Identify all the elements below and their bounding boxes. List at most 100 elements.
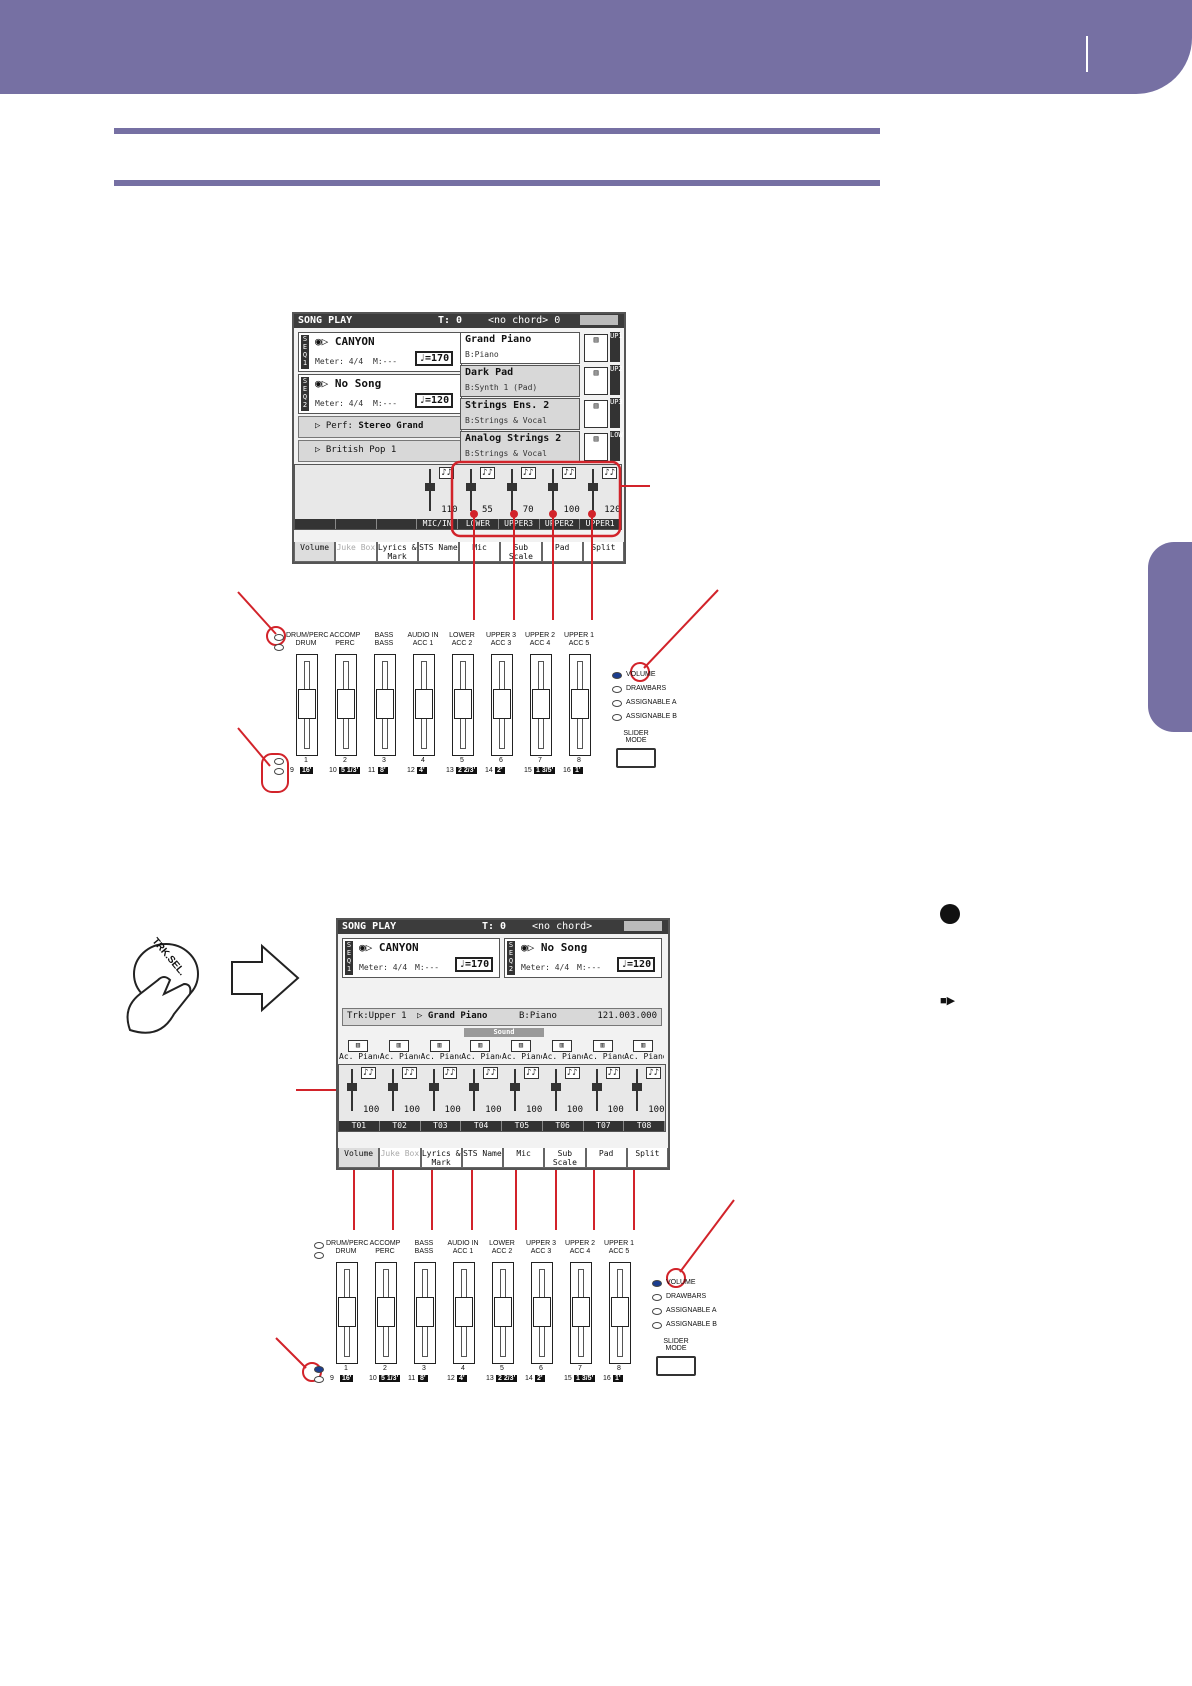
channel-slider[interactable] xyxy=(492,1262,514,1364)
mixer-fader[interactable] xyxy=(387,1069,398,1111)
sound-name[interactable]: Ac. Piano xyxy=(379,1052,420,1061)
tab-7[interactable]: Split xyxy=(582,542,624,562)
slider-mode-button[interactable] xyxy=(656,1356,696,1376)
mixer-fader[interactable] xyxy=(469,1069,480,1111)
mixer-highlight-frame-1 xyxy=(450,460,622,538)
tab-7[interactable]: Split xyxy=(626,1148,668,1168)
channel-slider[interactable] xyxy=(530,654,552,756)
sound-name[interactable]: Ac. Piano xyxy=(583,1052,624,1061)
note-icon[interactable]: ♪♪ xyxy=(646,1067,662,1079)
channel-slider[interactable] xyxy=(413,654,435,756)
note-icon[interactable]: ♪♪ xyxy=(561,467,577,479)
mixer-channel-label: T01 xyxy=(339,1121,380,1131)
tab-4[interactable]: Mic xyxy=(503,1148,545,1168)
mixer-fader[interactable] xyxy=(591,1069,602,1111)
sound-name[interactable]: Ac. Piano xyxy=(420,1052,461,1061)
mixer-channel-label: UPPER3 xyxy=(499,519,540,529)
tab-3[interactable]: STS Name xyxy=(417,542,459,562)
note-icon[interactable]: ♪♪ xyxy=(602,467,618,479)
mixer-fader[interactable] xyxy=(428,1069,439,1111)
seq1-tempo[interactable]: ♩=170 xyxy=(455,957,494,972)
tab-2[interactable]: Lyrics & Mark xyxy=(376,542,418,562)
channel-slider[interactable] xyxy=(374,654,396,756)
mixer-fader[interactable] xyxy=(466,469,476,511)
mixer-fader[interactable] xyxy=(547,469,558,511)
channel-slider[interactable] xyxy=(414,1262,436,1364)
channel-slider[interactable] xyxy=(570,1262,592,1364)
channel-slider[interactable] xyxy=(531,1262,553,1364)
seq1-meter: Meter: 4/4 xyxy=(315,357,364,366)
tab-0[interactable]: Volume xyxy=(294,542,336,562)
tab-0[interactable]: Volume xyxy=(338,1148,380,1168)
sound-name[interactable]: Ac. Piano xyxy=(339,1052,379,1061)
channel-slider[interactable] xyxy=(335,654,357,756)
seq1-song: ◉▷ CANYON xyxy=(315,335,375,348)
slider-mode-button[interactable] xyxy=(616,748,656,768)
mixer-fader[interactable] xyxy=(550,1069,561,1111)
tab-4[interactable]: Mic xyxy=(459,542,501,562)
sound-name[interactable]: Ac. Piano xyxy=(542,1052,583,1061)
tab-2[interactable]: Lyrics & Mark xyxy=(420,1148,462,1168)
menu-dropdown-button[interactable] xyxy=(580,315,618,325)
seq2-song: ◉▷ No Song xyxy=(315,377,382,390)
mixer-fader[interactable] xyxy=(632,1069,643,1111)
tab-5[interactable]: Sub Scale xyxy=(500,542,542,562)
tab-1[interactable]: Juke Box xyxy=(379,1148,421,1168)
menu-dropdown-button[interactable] xyxy=(624,921,662,931)
track-info-bar[interactable]: Trk:Upper 1 ▷ Grand Piano B:Piano 121.00… xyxy=(342,1008,662,1026)
channel-slider[interactable] xyxy=(491,654,513,756)
mixer-fader[interactable] xyxy=(425,469,436,511)
sound-name[interactable]: Ac. Piano xyxy=(461,1052,502,1061)
channel-slider[interactable] xyxy=(453,1262,475,1364)
tab-3[interactable]: STS Name xyxy=(461,1148,503,1168)
channel-slider[interactable] xyxy=(609,1262,631,1364)
seq2-tempo[interactable]: ♩=120 xyxy=(415,393,454,408)
note-icon[interactable]: ♪♪ xyxy=(401,1067,417,1079)
channel-slider[interactable] xyxy=(375,1262,397,1364)
mixer-value: 100 xyxy=(566,1105,584,1115)
seq1-tempo[interactable]: ♩=170 xyxy=(415,351,454,366)
tab-6[interactable]: Pad xyxy=(541,542,583,562)
note-icon[interactable]: ♪♪ xyxy=(361,1067,376,1079)
channel-slider[interactable] xyxy=(296,654,318,756)
channel-slider[interactable] xyxy=(569,654,591,756)
mixer-channel-label: T02 xyxy=(380,1121,421,1131)
tab-1[interactable]: Juke Box xyxy=(335,542,377,562)
note-icon[interactable]: ♪♪ xyxy=(480,467,495,479)
note-icon[interactable]: ♪♪ xyxy=(483,1067,499,1079)
mode-led xyxy=(652,1294,662,1301)
mixer-fader[interactable] xyxy=(588,469,599,511)
seq2-tempo[interactable]: ♩=120 xyxy=(617,957,656,972)
track-info-bank: B:Piano xyxy=(519,1011,557,1021)
mixer-value: 70 xyxy=(522,505,534,515)
tab-6[interactable]: Pad xyxy=(585,1148,627,1168)
channel-slider[interactable] xyxy=(452,654,474,756)
note-icon[interactable]: ♪♪ xyxy=(439,467,455,479)
performance-row[interactable]: ▷ Perf: Stereo Grand xyxy=(298,416,462,438)
mixer-fader[interactable] xyxy=(347,1069,357,1111)
note-icon[interactable]: ♪♪ xyxy=(605,1067,621,1079)
channel-number: 8 xyxy=(617,1365,621,1372)
sound-name[interactable]: Ac. Piano xyxy=(502,1052,542,1061)
mixer-fader[interactable] xyxy=(510,1069,520,1111)
note-icon[interactable]: ♪♪ xyxy=(442,1067,458,1079)
footage-badge: 2 2/3' xyxy=(456,767,478,774)
channel-slider[interactable] xyxy=(336,1262,358,1364)
style-row[interactable]: ▷ British Pop 1 xyxy=(298,440,462,462)
mode-led xyxy=(652,1308,662,1315)
sound-name[interactable]: Ac. Piano xyxy=(624,1052,665,1061)
mixer-fader[interactable] xyxy=(506,469,517,511)
tab-5[interactable]: Sub Scale xyxy=(544,1148,586,1168)
note-icon[interactable]: ♪♪ xyxy=(564,1067,580,1079)
note-icon[interactable]: ♪♪ xyxy=(520,467,536,479)
note-icon[interactable]: ♪♪ xyxy=(524,1067,539,1079)
